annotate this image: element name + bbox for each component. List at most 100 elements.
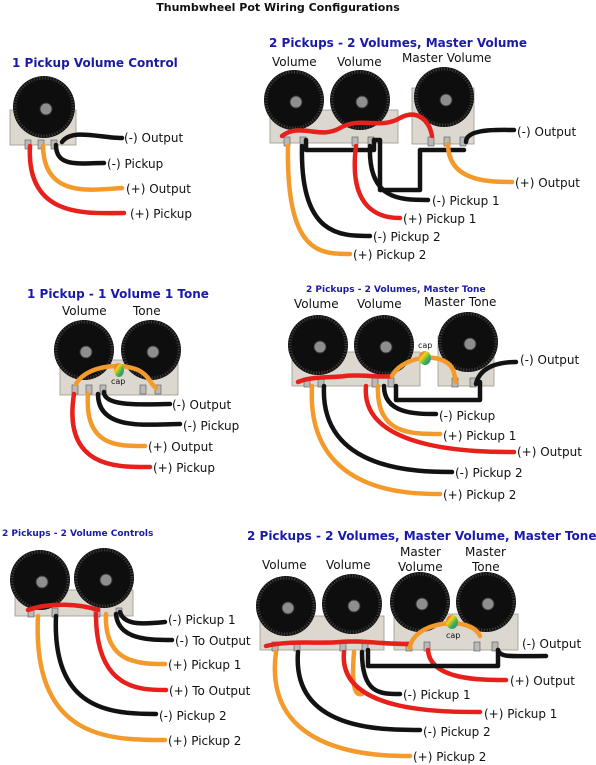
wire-label: (+) Output (510, 674, 575, 688)
capacitor-icon (114, 363, 124, 377)
wire-orange (445, 141, 515, 185)
wire-label: (-) Pickup (107, 157, 163, 171)
section-title: 2 Pickups - 2 Volumes, Master Tone (306, 285, 486, 295)
pot-volume-1 (264, 70, 399, 147)
wire-black (101, 389, 173, 407)
wire-orange (85, 391, 148, 449)
pot-label: Master (465, 545, 506, 559)
pot-label: Volume (326, 558, 371, 572)
wire-orange (73, 363, 159, 391)
wire-label: (-) Pickup 2 (373, 230, 441, 244)
pot-label: Volume (398, 560, 443, 574)
wire-label: (-) Pickup (183, 419, 239, 433)
wire-black (53, 142, 107, 166)
wire-orange (375, 383, 443, 437)
wire-label: (+) Output (148, 440, 213, 454)
pot-label: Master Volume (402, 51, 491, 65)
section-2pickups-master-volume: 2 Pickups - 2 Volumes, Master Volume Vol… (264, 36, 580, 262)
wire-black (299, 143, 373, 239)
wire-label: (-) Pickup 1 (168, 613, 236, 627)
section-title: 2 Pickups - 2 Volumes, Master Volume, Ma… (247, 529, 596, 543)
wire-black (113, 611, 175, 643)
wire-orange (285, 143, 353, 257)
pot-volume (9, 76, 77, 150)
wire-red (27, 143, 127, 216)
wire-black (95, 391, 183, 427)
wire-label: (+) Pickup 2 (443, 488, 516, 502)
section-2pickups-master-tone: 2 Pickups - 2 Volumes, Master Tone Volum… (288, 285, 582, 502)
wire-red (425, 647, 509, 683)
section-2pickups-master-volume-tone: 2 Pickups - 2 Volumes, Master Volume, Ma… (247, 529, 596, 764)
wire-black (463, 127, 517, 145)
wire-black (303, 137, 377, 153)
wire-label: (+) Pickup 2 (353, 248, 426, 262)
section-title: 1 Pickup - 1 Volume 1 Tone (27, 287, 209, 301)
wire-orange (389, 355, 459, 385)
pot-label: Volume (272, 55, 317, 69)
wire-label: (+) Pickup (153, 461, 215, 475)
pot-label: Volume (357, 297, 402, 311)
wire-label: (+) Pickup (130, 207, 192, 221)
wire-black (371, 137, 467, 193)
pot-label: Tone (132, 304, 161, 318)
wire-red (341, 649, 483, 715)
pot-master-volume-tone (390, 572, 519, 652)
pot-volumes (256, 574, 385, 652)
pot-label: Volume (294, 297, 339, 311)
wire-label: (-) Pickup 1 (403, 688, 471, 702)
section-1pickup-volume: 1 Pickup Volume Control (-) Output (-) P… (9, 56, 192, 221)
wire-label: (+) Pickup 1 (403, 212, 476, 226)
wire-label: (-) Pickup 2 (455, 466, 523, 480)
pot-label: Volume (62, 304, 107, 318)
section-2pickups-2volumes: 2 Pickups - 2 Volume Controls (-) Pickup… (2, 529, 251, 748)
wire-black (365, 647, 501, 669)
pot-label: Master Tone (424, 295, 496, 309)
wire-orange (407, 621, 483, 651)
wire-black (367, 143, 431, 203)
wire-black (295, 649, 423, 733)
section-1pickup-volume-tone: 1 Pickup - 1 Volume 1 Tone Volume Tone c… (27, 287, 239, 475)
wire-label: (+) To Output (169, 684, 251, 698)
wire-label: (+) Output (515, 176, 580, 190)
wire-label: (+) Output (126, 182, 191, 196)
wire-black (59, 132, 125, 145)
wire-red (263, 639, 411, 649)
pot-label: Master (400, 545, 441, 559)
wire-label: (+) Pickup 2 (413, 750, 486, 764)
wire-label: (+) Pickup 2 (168, 734, 241, 748)
wire-label: (-) Output (520, 353, 579, 367)
wire-black (473, 359, 519, 387)
wire-black (393, 379, 483, 403)
wire-label: (-) Pickup (439, 409, 495, 423)
wire-black (359, 649, 403, 697)
pot-label: Tone (471, 560, 500, 574)
wire-label: (+) Output (517, 445, 582, 459)
wire-label: (-) Output (172, 398, 231, 412)
wire-orange (40, 143, 125, 192)
cap-label: cap (446, 631, 460, 640)
wire-label: (-) Pickup 1 (432, 194, 500, 208)
wire-black (381, 383, 439, 417)
wire-label: (-) Output (124, 131, 183, 145)
section-title: 1 Pickup Volume Control (12, 56, 178, 70)
pot-label: Volume (262, 558, 307, 572)
pot-volumes (10, 548, 134, 618)
wire-black (117, 609, 168, 626)
wire-red (25, 602, 101, 613)
wire-label: (+) Pickup 1 (484, 707, 557, 721)
cap-label: cap (111, 377, 125, 386)
wire-label: (-) Pickup 2 (159, 709, 227, 723)
wire-black (53, 613, 159, 717)
wire-orange (350, 649, 365, 697)
wire-red (70, 391, 153, 470)
wire-label: (-) Output (522, 637, 581, 651)
wire-red (363, 383, 517, 455)
wire-label: (-) Output (517, 125, 576, 139)
section-title: 2 Pickups - 2 Volume Controls (2, 529, 153, 539)
wire-orange (272, 649, 413, 759)
wire-red (352, 143, 403, 221)
wire-label: (-) To Output (175, 634, 251, 648)
wire-orange (309, 383, 443, 497)
pot-master-tone (437, 312, 498, 388)
